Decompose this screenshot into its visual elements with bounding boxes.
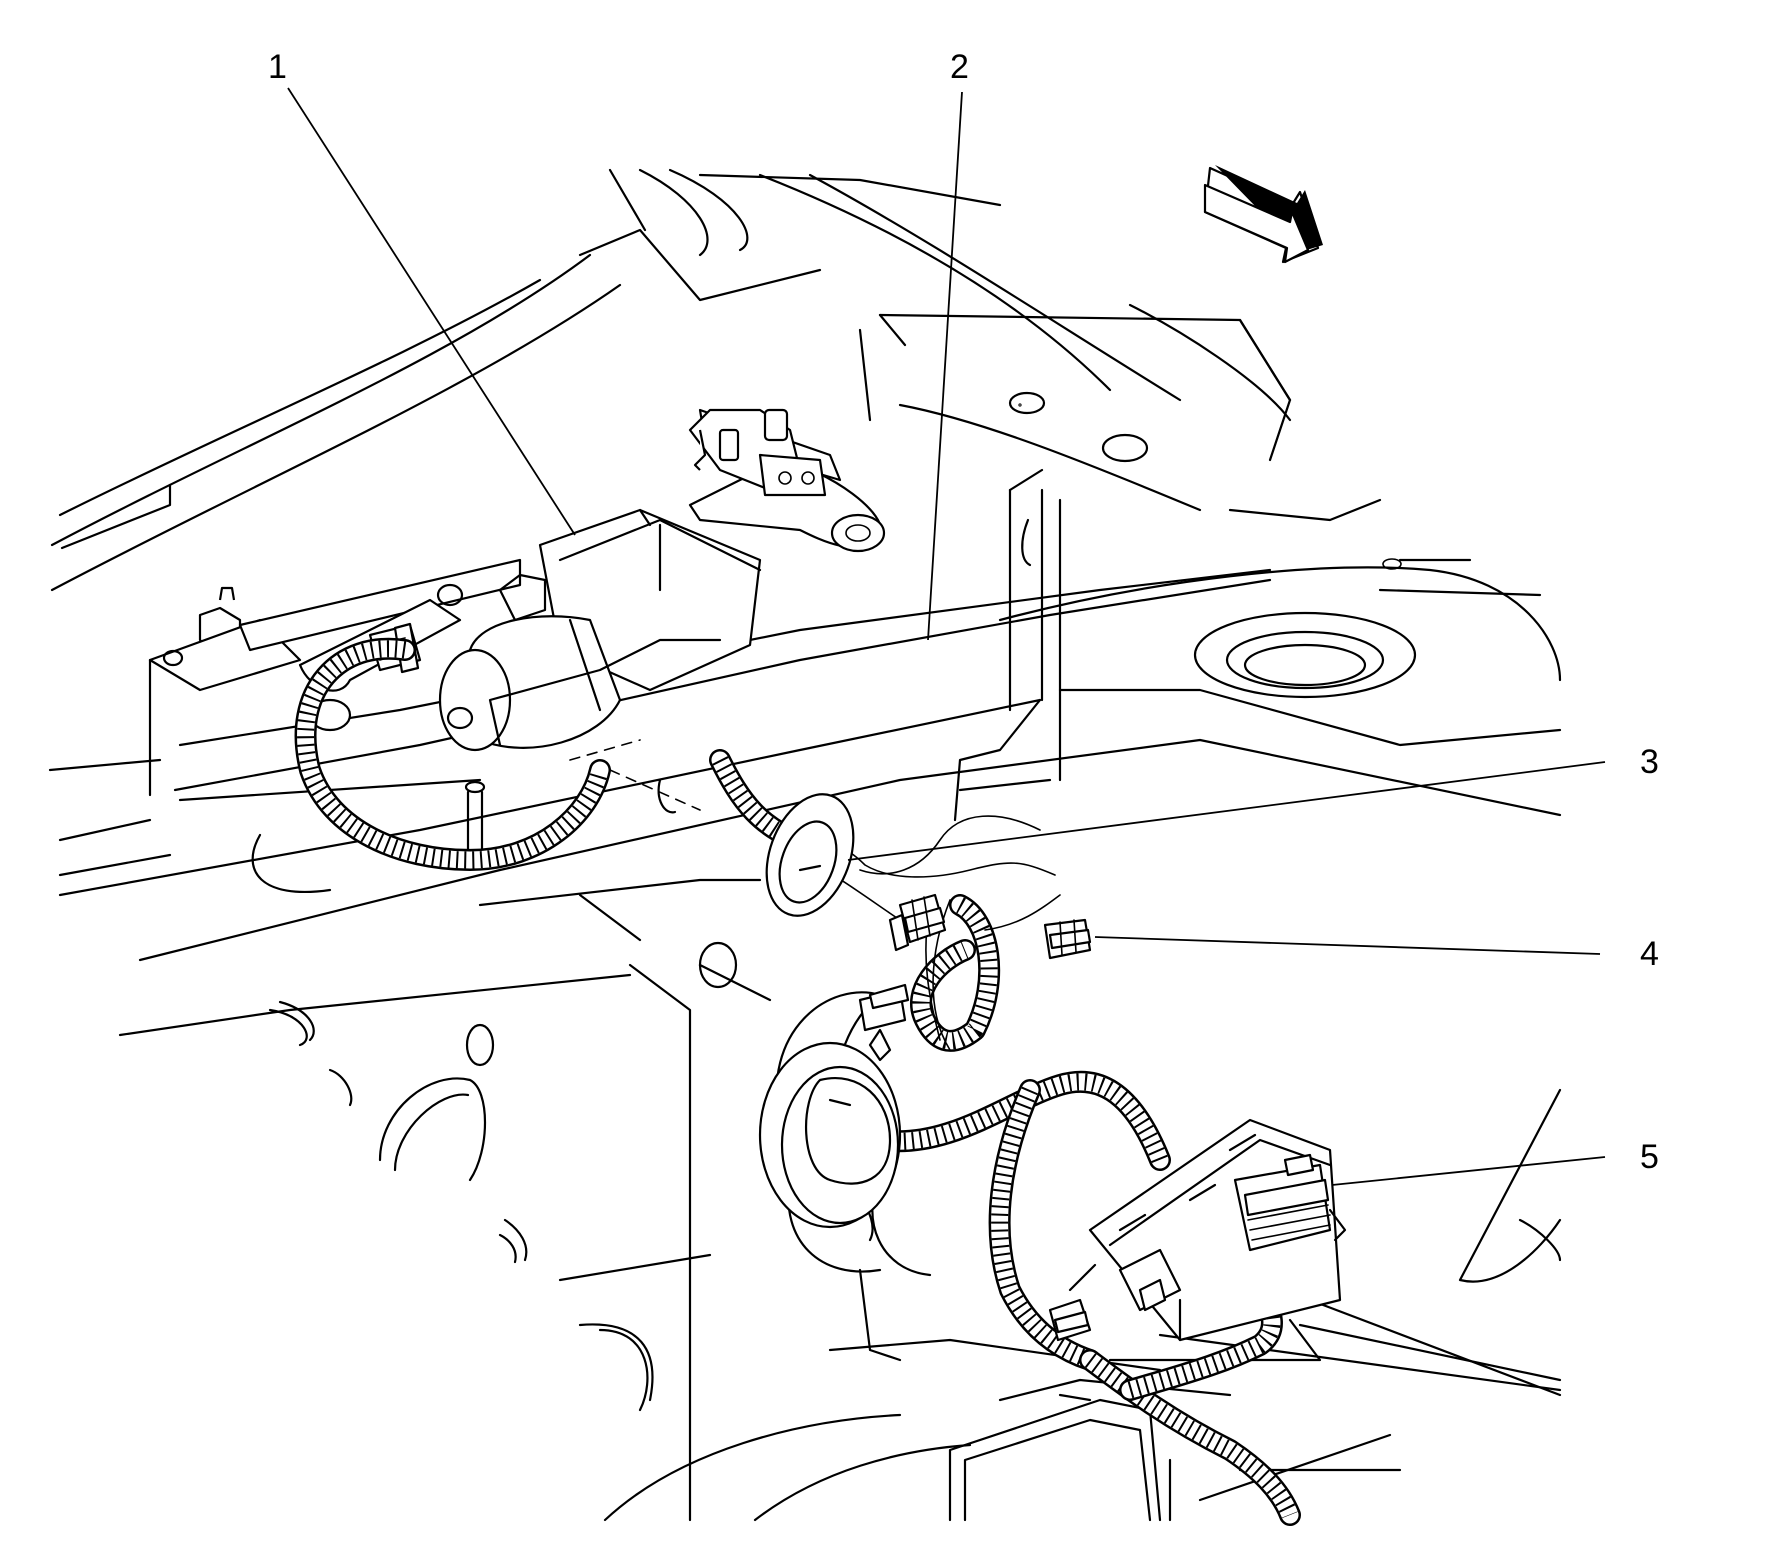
callout-5: 5 [1640,1138,1659,1176]
wiper-module [1088,1118,1347,1342]
cowl-pillar [1008,468,1382,712]
callout-1: 1 [268,48,287,86]
harness-grommet [765,793,855,917]
cowl-panel [50,168,1292,592]
leader-1 [287,87,576,536]
leader-lines [287,87,1606,1186]
leader-2 [927,91,963,641]
firewall-pass-through [758,1041,902,1229]
strut-tower [998,558,1562,782]
callout-labels: 1 2 3 4 5 [268,48,1659,1176]
harness-connectors [858,893,1097,1342]
firewall-lower [118,878,972,1522]
callout-2: 2 [950,48,969,86]
leader-5 [1331,1156,1606,1186]
callout-3: 3 [1640,743,1659,781]
callout-4: 4 [1640,935,1659,973]
leader-4 [1094,936,1601,955]
leader-3 [847,761,1606,861]
front-direction-arrow-icon [1203,165,1323,264]
